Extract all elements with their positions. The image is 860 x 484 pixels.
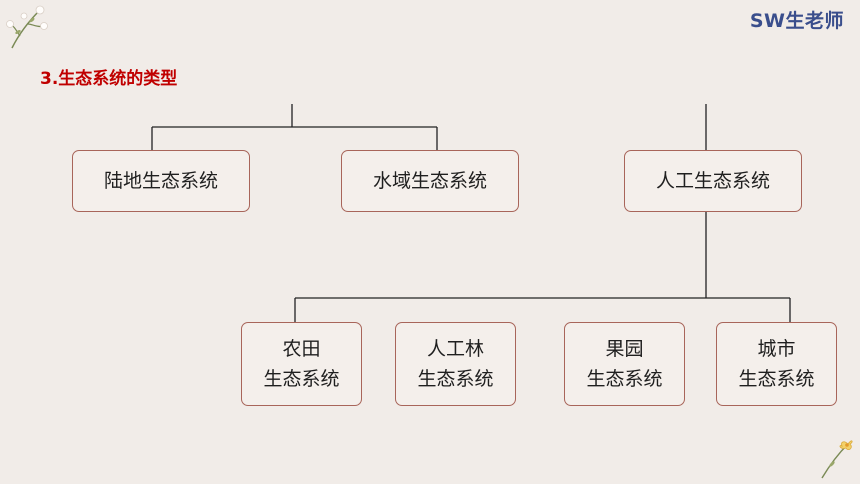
node-water-ecosystem: 水域生态系统 bbox=[341, 150, 519, 212]
node-plantation-ecosystem: 人工林 生态系统 bbox=[395, 322, 516, 406]
node-land-ecosystem: 陆地生态系统 bbox=[72, 150, 250, 212]
node-artificial-ecosystem: 人工生态系统 bbox=[624, 150, 802, 212]
flower-sprig-icon bbox=[821, 440, 853, 479]
flower-sprig-icon bbox=[6, 5, 48, 49]
brand-label: SW生老师 bbox=[749, 10, 844, 32]
node-city-ecosystem: 城市 生态系统 bbox=[716, 322, 837, 406]
node-orchard-ecosystem: 果园 生态系统 bbox=[564, 322, 685, 406]
section-heading: 3.生态系统的类型 bbox=[40, 69, 178, 89]
node-farmland-ecosystem: 农田 生态系统 bbox=[241, 322, 362, 406]
